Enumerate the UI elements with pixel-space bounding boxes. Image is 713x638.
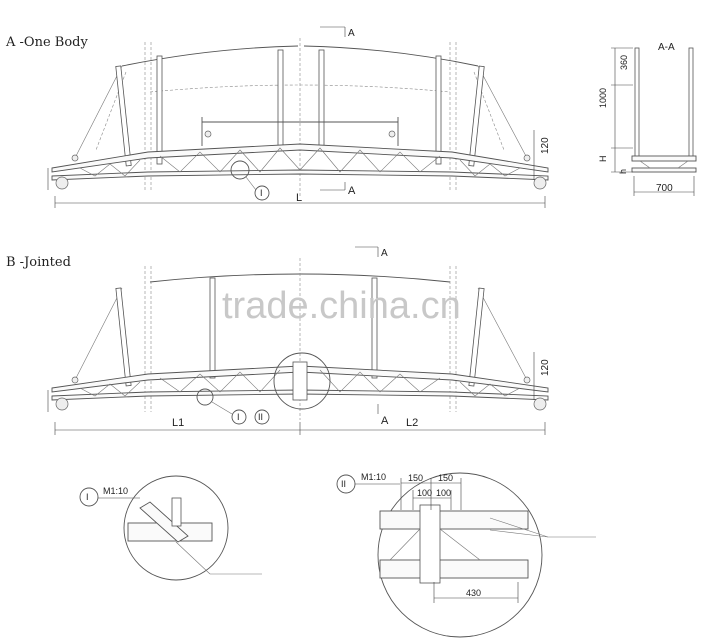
- truss-top-chord: [51, 143, 549, 173]
- b-detail-i-leader: [211, 401, 233, 415]
- stay-cable-right-dash: [473, 71, 505, 151]
- post-right-1: [435, 55, 442, 165]
- detail-ii-tag-label: II: [341, 479, 346, 489]
- section-dim-700: 700: [656, 183, 673, 194]
- post-end-right: [468, 65, 485, 167]
- stay-cable-right: [477, 65, 528, 159]
- b-detail-ii-marker: [254, 409, 270, 425]
- view-a-title: A -One Body: [5, 35, 88, 50]
- detail-ii-leader-1: [489, 517, 549, 538]
- b-span-l1: L1: [172, 417, 184, 429]
- section-brace-2: [677, 160, 689, 169]
- view-a-one-body: A -One Body A: [5, 26, 551, 208]
- b-detail-i-circle: [196, 388, 214, 406]
- detail-ii-brace-1: [439, 528, 481, 561]
- detail-ii-dim-150a: 150: [408, 473, 423, 483]
- b-stay-cable-left: [74, 287, 123, 381]
- b-post-left: [209, 277, 216, 379]
- section-dim-360: 360: [619, 55, 629, 70]
- detail-i-post: [171, 497, 182, 527]
- detail-i-marker-label: I: [260, 188, 263, 198]
- post-end-left: [115, 65, 132, 167]
- truss-diagonals-a: [79, 147, 521, 177]
- detail-ii-dim-100b: 100: [436, 488, 451, 498]
- section-post-right: [688, 47, 694, 159]
- detail-ii-dim-150b: 150: [438, 473, 453, 483]
- b-post-end-right: [468, 287, 485, 387]
- watermark: trade.china.cn: [222, 285, 461, 327]
- section-aa-title: A-A: [658, 42, 675, 53]
- section-dim-h-lower: h: [618, 169, 628, 174]
- detail-ii-bottom-chord: [379, 559, 529, 579]
- detail-i-tag: [79, 487, 99, 507]
- detail-i-leader: [175, 541, 211, 575]
- detail-i-scale: M1:10: [103, 486, 128, 496]
- b-section-mark-bottom: A: [381, 415, 389, 427]
- b-wheel-left: [55, 397, 69, 411]
- detail-i-leader: [245, 176, 257, 191]
- b-post-end-left: [115, 287, 132, 387]
- stay-anchor-left: [71, 154, 79, 162]
- b-height-120: 120: [540, 359, 551, 376]
- detail-i-tag-label: I: [86, 492, 89, 502]
- detail-ii-zoom-circle: [377, 472, 543, 638]
- b-detail-i-label: I: [237, 412, 240, 422]
- b-stay-anchor-left: [71, 376, 79, 384]
- detail-ii-brace-2: [389, 528, 421, 561]
- section-top-beam: [631, 155, 697, 162]
- b-joint-plate: [292, 361, 308, 401]
- view-b-title: B -Jointed: [6, 255, 71, 270]
- detail-ii-dim-100a: 100: [417, 488, 432, 498]
- post-left-1: [156, 55, 163, 165]
- b-detail-i-marker: [231, 409, 247, 425]
- detail-ii-dim-430: 430: [466, 588, 481, 598]
- detail-ii-leader-2: [489, 529, 549, 538]
- b-section-mark-top: A: [381, 248, 388, 259]
- stay-anchor-right: [523, 154, 531, 162]
- section-bottom-beam: [631, 167, 697, 173]
- section-dim-h-upper: H: [598, 156, 608, 163]
- b-detail-ii-label: II: [258, 412, 263, 422]
- stay-cable-left: [74, 65, 123, 159]
- section-mark-a-bottom: A: [348, 185, 356, 197]
- post-center-right: [318, 49, 325, 147]
- section-post-left: [634, 47, 640, 159]
- b-stay-cable-right: [477, 287, 528, 381]
- detail-i-circle: [230, 160, 250, 180]
- detail-i: I M1:10: [79, 475, 262, 581]
- height-120-a: 120: [540, 137, 551, 154]
- detail-i-diagonal: [139, 501, 189, 543]
- b-truss-bottom-chord: [51, 389, 549, 401]
- section-dim-1000: 1000: [598, 88, 608, 108]
- top-rail-left: [121, 45, 299, 67]
- detail-ii-scale: M1:10: [361, 472, 386, 482]
- hinge-right: [388, 130, 396, 138]
- hinge-left: [204, 130, 212, 138]
- wheel-right: [533, 176, 547, 190]
- b-truss-diagonals: [79, 369, 521, 397]
- b-stay-anchor-right: [523, 376, 531, 384]
- section-mark-a-top: A: [348, 28, 355, 39]
- detail-i-marker: [254, 185, 270, 201]
- detail-ii: II M1:10 150 150 100 100 430: [336, 472, 596, 638]
- detail-ii-joint-plate: [419, 504, 441, 584]
- span-label-l: L: [296, 192, 302, 204]
- b-wheel-right: [533, 397, 547, 411]
- section-brace-1: [639, 160, 651, 169]
- view-b-jointed: B -Jointed A I II: [6, 246, 551, 435]
- detail-ii-top-chord: [379, 510, 529, 530]
- post-center-left: [277, 49, 284, 147]
- wheel-left: [55, 176, 69, 190]
- section-view-aa: A-A 360 1000 H h 700: [598, 42, 697, 196]
- detail-i-zoom-circle: [123, 475, 229, 581]
- b-post-right: [371, 277, 378, 379]
- stay-cable-left-dash: [95, 71, 127, 151]
- top-rail-right: [303, 45, 479, 67]
- b-detail-ii-circle: [273, 352, 331, 410]
- b-span-l2: L2: [406, 417, 418, 429]
